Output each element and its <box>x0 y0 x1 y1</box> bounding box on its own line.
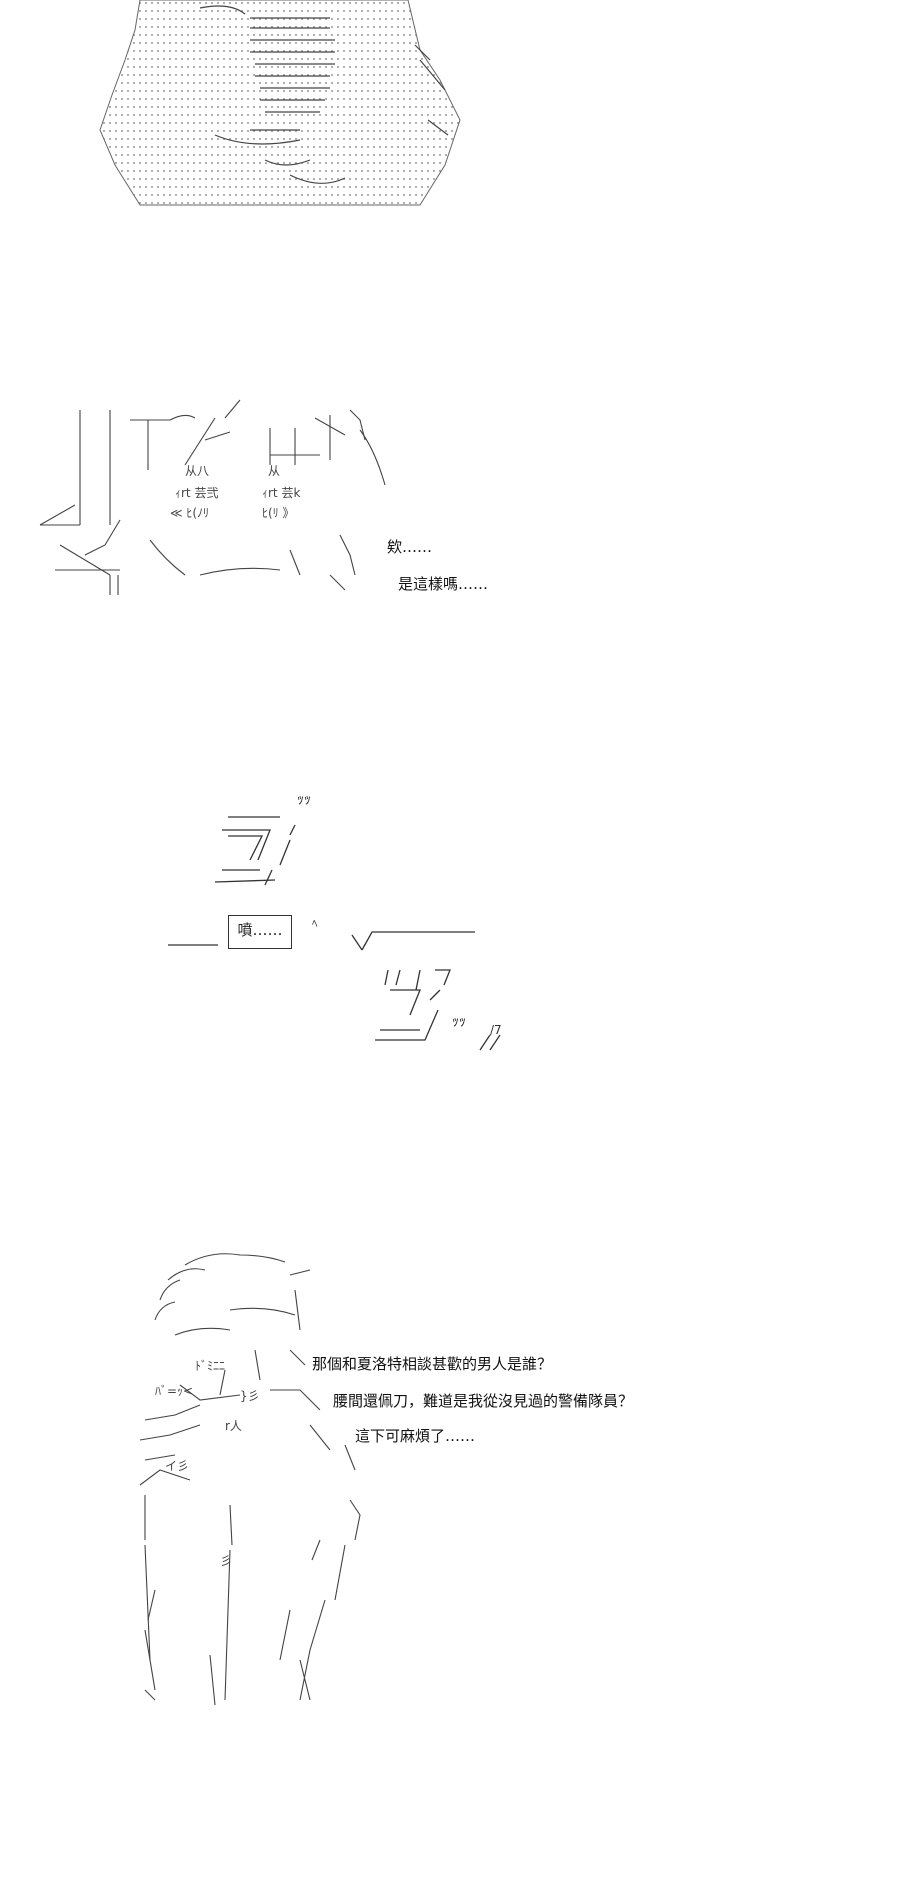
svg-text:彡: 彡 <box>220 1554 232 1568</box>
svg-text:从: 从 <box>268 464 280 478</box>
dialogue-scene4-line3: 這下可麻煩了…… <box>355 1427 476 1445</box>
svg-text:ﾄﾞﾐﾆﾆ: ﾄﾞﾐﾆﾆ <box>195 1359 225 1373</box>
dialogue-scene4-line1: 那個和夏洛特相談甚歡的男人是誰？ <box>312 1355 553 1373</box>
sfx-top: ｯｯ <box>297 792 311 808</box>
svg-text:/7: /7 <box>490 1023 502 1037</box>
dialogue-boxed: 噴…… <box>228 915 292 949</box>
svg-text:≪ ﾋ(ﾉﾘ: ≪ ﾋ(ﾉﾘ <box>170 506 209 520</box>
svg-text:}彡: }彡 <box>240 1389 260 1403</box>
dialogue-scene2-line2: 是這樣嗎…… <box>398 575 489 593</box>
svg-text:イ彡: イ彡 <box>165 1459 189 1473</box>
scene1-figure <box>99 0 461 206</box>
svg-text:r人: r人 <box>225 1419 242 1433</box>
dialogue-scene2-line1: 欸…… <box>387 538 433 556</box>
scene3-sfx: ﾍ /7 <box>168 816 502 1051</box>
svg-text:ｨrt 芸k: ｨrt 芸k <box>262 486 300 500</box>
svg-text:ﾍ: ﾍ <box>312 917 318 930</box>
sfx-bottom: ｯｯ <box>452 1014 466 1030</box>
svg-text:ﾊﾞ=ｯ<: ﾊﾞ=ｯ< <box>155 1384 193 1398</box>
svg-text:ｨrt 芸弐: ｨrt 芸弐 <box>175 486 218 500</box>
dialogue-scene4-line2: 腰間還佩刀，難道是我從沒見過的警備隊員？ <box>333 1392 634 1410</box>
scene4-figure: ﾄﾞﾐﾆﾆ ﾊﾞ=ｯ< }彡 r人 イ彡 彡 <box>139 1253 361 1706</box>
svg-text:ﾋ(ﾘ 》: ﾋ(ﾘ 》 <box>262 506 295 520</box>
svg-text:从八: 从八 <box>185 464 209 478</box>
scene2-figure: 从八 从 ｨrt 芸弐 ｨrt 芸k ≪ ﾋ(ﾉﾘ ﾋ(ﾘ 》 <box>39 399 386 595</box>
